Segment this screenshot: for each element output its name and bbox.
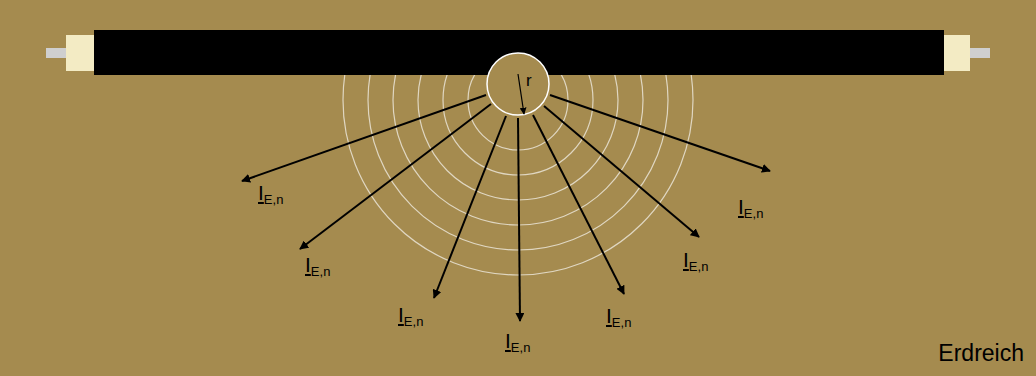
radius-label: r xyxy=(526,72,532,89)
cross-section-circle: r xyxy=(486,52,550,116)
end-cap xyxy=(66,35,96,71)
current-label: IE,n xyxy=(398,302,423,330)
current-label: IE,n xyxy=(738,194,763,222)
terminal-stub xyxy=(46,48,68,58)
terminal-stub xyxy=(968,48,990,58)
current-label: IE,n xyxy=(305,252,330,280)
current-label: IE,n xyxy=(683,247,708,275)
current-label: IE,n xyxy=(505,328,530,356)
soil-label: Erdreich xyxy=(938,340,1024,367)
current-arrows xyxy=(242,95,770,321)
current-label: IE,n xyxy=(606,303,631,331)
circle-outline xyxy=(486,52,550,116)
end-cap xyxy=(940,35,970,71)
radius-arrow xyxy=(518,74,524,114)
current-label: IE,n xyxy=(258,180,283,208)
